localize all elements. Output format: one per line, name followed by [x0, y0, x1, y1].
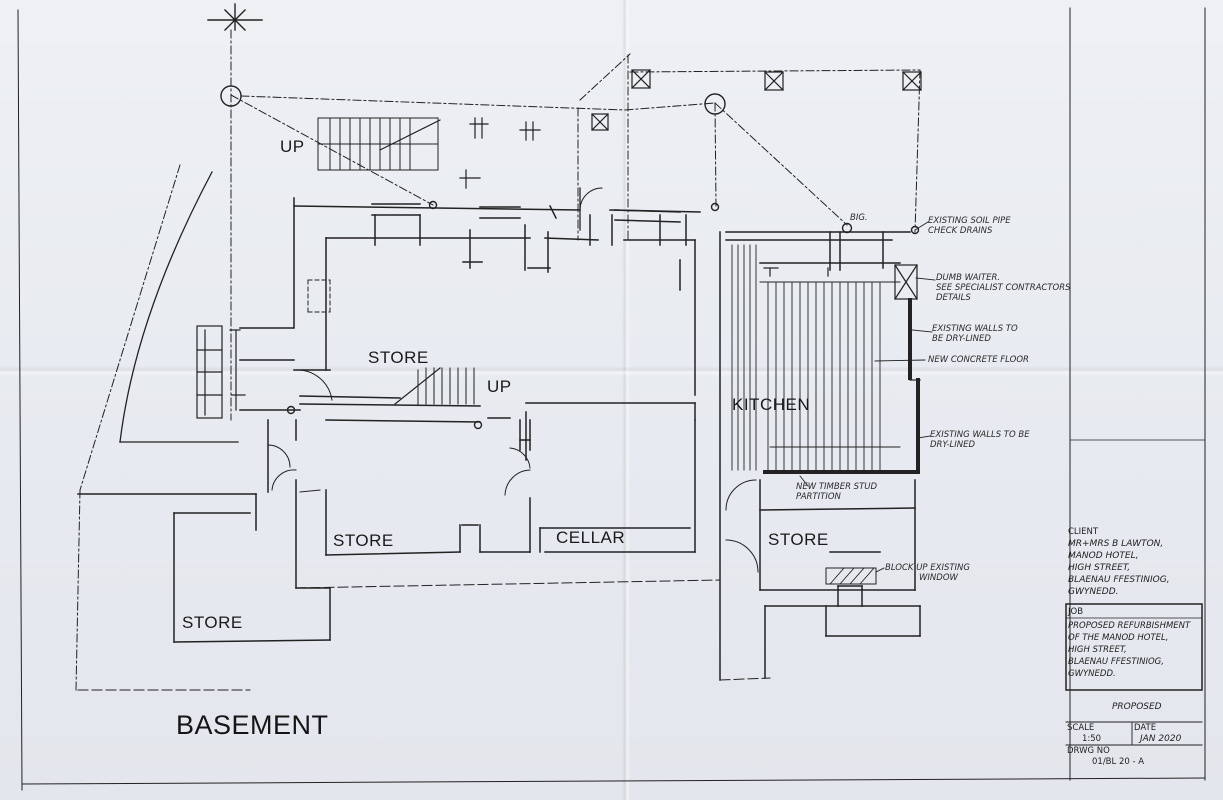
annotation-concrete-floor: NEW CONCRETE FLOOR — [928, 355, 1029, 365]
annotation-big: BIG. — [850, 213, 868, 223]
date-label: DATE — [1134, 723, 1157, 733]
column-marker-icon — [631, 69, 651, 89]
stair-up-label: UP — [487, 377, 512, 396]
stair-top — [317, 117, 441, 171]
date-value: JAN 2020 — [1140, 734, 1182, 744]
dry-lined-walls — [763, 298, 920, 474]
column-marker-icon — [764, 71, 784, 91]
annotation-walls-dry-lined: EXISTING WALLS TO BE DRY-LINED — [930, 430, 1030, 450]
drawing-number-label: DRWG NO — [1067, 746, 1110, 756]
column-marker-icon — [902, 71, 922, 91]
manhole-icon — [220, 85, 242, 107]
concrete-floor-hatch — [731, 244, 901, 471]
manhole-icon — [704, 93, 726, 115]
room-label-store: STORE — [333, 531, 394, 550]
annotation-soil-pipe: EXISTING SOIL PIPE CHECK DRAINS — [928, 216, 1011, 236]
job-label: JOB — [1068, 607, 1084, 617]
stair-mid — [394, 367, 475, 405]
annotation-block-up-window: BLOCK UP EXISTING WINDOW — [885, 563, 970, 583]
client-details: MR+MRS B LAWTON, MANOD HOTEL, HIGH STREE… — [1068, 539, 1170, 597]
kitchen-walls — [719, 231, 911, 681]
room-label-kitchen: KITCHEN — [732, 395, 811, 414]
stair-up-label: UP — [280, 137, 305, 156]
column-marker-icon — [591, 113, 609, 131]
sheet-border-bottom — [21, 777, 1206, 785]
annotation-dumb-waiter: DUMB WAITER. SEE SPECIALIST CONTRACTORS … — [936, 273, 1071, 303]
drawing-number-value: 01/BL 20 - A — [1092, 757, 1145, 767]
sheet-border-left — [17, 9, 23, 791]
client-label: CLIENT — [1068, 527, 1099, 537]
job-details: PROPOSED REFURBISHMENT OF THE MANOD HOTE… — [1068, 621, 1191, 679]
room-label-store: STORE — [768, 530, 829, 549]
drawing-status: PROPOSED — [1112, 702, 1162, 712]
paper-fold-horizontal — [0, 366, 1223, 376]
paper-fold-vertical — [622, 0, 630, 800]
room-label-cellar: CELLAR — [556, 528, 626, 547]
scale-label: SCALE — [1067, 723, 1095, 733]
blocked-window-hatch — [825, 567, 877, 585]
annotation-walls-dry-lined: EXISTING WALLS TO BE DRY-LINED — [932, 324, 1018, 344]
job-box — [1065, 603, 1203, 691]
room-label-store: STORE — [368, 348, 429, 367]
north-arrow-icon — [207, 3, 263, 31]
drawing-title: BASEMENT — [176, 710, 329, 740]
annotation-stud-partition: NEW TIMBER STUD PARTITION — [796, 482, 878, 502]
scale-value: 1:50 — [1082, 734, 1102, 744]
room-label-store: STORE — [182, 613, 243, 632]
